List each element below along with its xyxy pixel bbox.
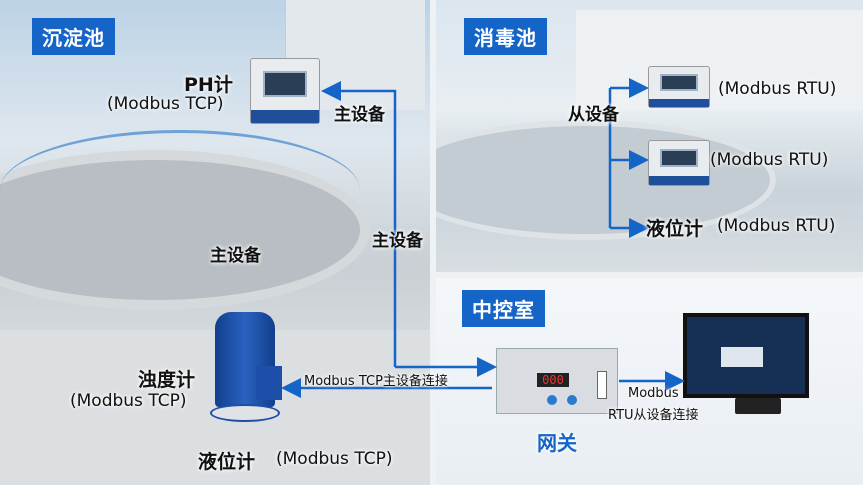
gateway-knob [567,395,577,405]
monitor-screen [687,317,805,394]
section-tag-sedimentation: 沉淀池 [32,18,115,55]
line-to-ph [321,81,397,367]
rtu-device-1-protocol: (Modbus RTU) [718,79,837,99]
rtu-device-2-protocol: (Modbus RTU) [710,150,829,170]
rtu-level-name: 液位计 [646,218,704,240]
ph-meter-name: PH计 [184,74,233,96]
monitor [683,313,809,398]
section-tag-control-room: 中控室 [462,290,545,327]
rtu-device-1 [648,66,710,108]
motor-junction-box [256,366,282,400]
building [576,10,863,110]
ph-meter-device [250,58,320,124]
gateway-display: 000 [537,373,569,387]
level-meter-name: 液位计 [198,451,256,473]
monitor-stand [735,398,781,414]
railing [0,130,360,250]
sedimentation-tank-panel [0,0,430,485]
slave-label: 从设备 [568,105,619,125]
tcp-link-label: Modbus TCP主设备连接 [304,374,448,389]
rtu-device-2 [648,140,710,186]
master-label-1: 主设备 [334,105,385,125]
master-label-2: 主设备 [372,231,423,251]
rtu-level-protocol: (Modbus RTU) [717,216,836,236]
gateway-knob [547,395,557,405]
ph-meter-protocol: (Modbus TCP) [107,94,224,114]
motor-base [210,404,280,422]
master-label-3: 主设备 [210,246,261,266]
turbidity-name: 浊度计 [138,369,196,391]
screen-dialog [721,347,763,367]
gateway-label: 网关 [537,431,577,455]
turbidity-protocol: (Modbus TCP) [70,391,187,411]
gateway-device: 000 [496,348,618,414]
rtu-link-label-line2: RTU从设备连接 [608,408,699,423]
gateway-gauge [597,371,607,399]
section-tag-disinfection: 消毒池 [464,18,547,55]
tank [436,120,776,240]
level-meter-protocol: (Modbus TCP) [276,449,393,469]
rtu-link-label-line1: Modbus [628,386,679,401]
